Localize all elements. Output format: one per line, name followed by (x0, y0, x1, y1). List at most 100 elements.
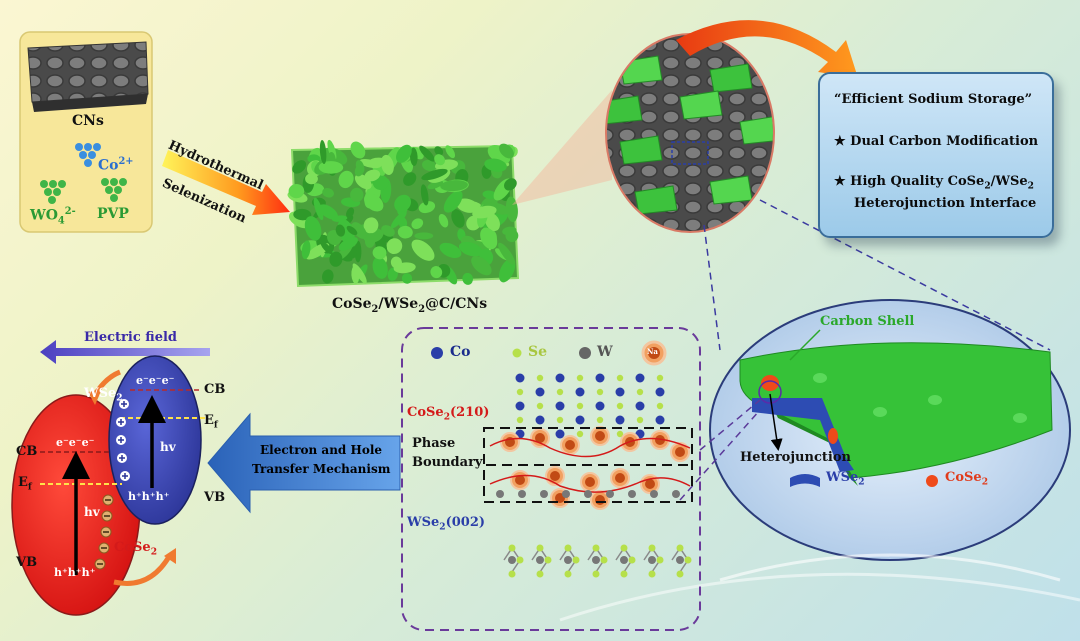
se-atom (596, 416, 604, 424)
nanosheet-leaf (411, 239, 435, 261)
nanosheet-leaf (443, 190, 463, 213)
wse2-plane-label: WSe2(002) (407, 515, 486, 533)
vb-left-label: VB (16, 555, 38, 570)
nanosheet-leaf (319, 139, 327, 165)
nanosheet-leaf (430, 266, 443, 279)
nanosheet-leaf (320, 241, 333, 254)
foam-zoom-circle (605, 33, 775, 233)
nanosheet-leaf (451, 209, 465, 228)
se-atom (616, 430, 624, 438)
co-atom (535, 387, 545, 397)
nanosheet-leaf (480, 227, 498, 250)
se-legend-icon (512, 348, 522, 358)
nanosheet-leaf (498, 242, 516, 265)
nanosheet-leaf (292, 160, 307, 174)
co-atom (615, 415, 625, 425)
co-atom (555, 401, 565, 411)
nanosheet-leaf (439, 242, 462, 258)
nanosheet-leaf (498, 258, 516, 283)
nanosheet-leaf (322, 269, 334, 284)
transfer-arrow (207, 412, 401, 514)
se-atom (572, 556, 580, 564)
se-atom (536, 402, 544, 410)
cose2-plane-label: CoSe2(210) (407, 405, 490, 423)
nanosheet-leaf (338, 170, 354, 189)
heterojunction-inset (709, 299, 1071, 561)
se-legend-label: Se (528, 344, 548, 360)
nanosheet-leaf (440, 180, 468, 192)
se-atom (656, 374, 664, 382)
nanosheet-leaf (505, 196, 518, 223)
callout-item-heterojunction-line2: Heterojunction Interface (854, 196, 1037, 211)
nanosheet-leaf (346, 225, 358, 236)
w-atom (606, 490, 614, 498)
se-atom (600, 556, 608, 564)
nanosheet-leaf (293, 208, 312, 221)
nanosheet-leaf (456, 198, 479, 213)
positive-charges (116, 399, 130, 481)
nanosheet-leaf (434, 154, 446, 166)
se-atom (576, 430, 584, 438)
se-atom (596, 388, 604, 396)
w-atom (628, 490, 636, 498)
nanosheet-leaf (472, 205, 497, 219)
nanosheet-leaf (420, 184, 429, 206)
nanosheet-leaf (381, 225, 395, 237)
se-atom (508, 544, 516, 552)
cobalt-ion-icon (75, 143, 101, 167)
nanosheet-leaf (351, 265, 360, 284)
na-diffusion-path (489, 437, 691, 458)
co-atom (515, 401, 525, 411)
heterojunction-label: Heterojunction (740, 450, 851, 465)
sodium-storage-callout: “Efficient Sodium Storage” ★ Dual Carbon… (818, 72, 1054, 238)
se-atom (564, 570, 572, 578)
cns-label: CNs (72, 113, 104, 129)
co-atom (575, 387, 585, 397)
w-atom (508, 556, 516, 564)
w-atom (584, 490, 592, 498)
cb-left-label: CB (16, 444, 38, 459)
co-atom (535, 415, 545, 425)
nanosheet-leaf (419, 145, 435, 162)
co-atom (615, 387, 625, 397)
nanosheet-leaf (422, 159, 437, 172)
se-atom (576, 374, 584, 382)
nanosheet-leaf (414, 232, 434, 240)
co-atom (635, 401, 645, 411)
w-atom (592, 556, 600, 564)
se-atom (616, 402, 624, 410)
nanosheet-leaf (394, 194, 412, 212)
cose2-hv-label: hv (84, 505, 100, 519)
w-atom (672, 490, 680, 498)
nanosheet-leaf (409, 147, 418, 166)
electric-field-arrow (40, 340, 210, 364)
cose2-particle (761, 375, 779, 391)
ef-left-label: Ef (18, 475, 32, 493)
nanosheet-leaf (484, 158, 507, 172)
nanosheet-leaf (346, 207, 355, 219)
process-arrow (162, 150, 290, 215)
nanosheet-leaf (372, 256, 388, 279)
product-label: CoSe2/WSe2@C/CNs (332, 296, 488, 315)
nanosheet-leaf (354, 164, 365, 177)
wse2-band-label: WSe2 (84, 386, 123, 404)
co-legend-label: Co (450, 344, 471, 360)
zoom-cone (512, 90, 612, 205)
nanosheet-leaf (372, 246, 387, 260)
se-atom (636, 388, 644, 396)
se-atom (648, 544, 656, 552)
se-atom (536, 374, 544, 382)
nanosheet-leaf (390, 211, 407, 229)
phase-boundary-box (483, 427, 693, 503)
cose2-electrons: e⁻e⁻e⁻ (56, 436, 95, 449)
se-atom (676, 570, 684, 578)
nanosheet-leaf (482, 190, 497, 200)
nanosheet-leaf (305, 173, 318, 185)
wse2-band-oval (108, 355, 202, 525)
cose2-band-label: CoSe2 (114, 540, 158, 558)
wse2-inset-legend: WSe2 (826, 470, 865, 488)
zoom-line-right (759, 199, 1051, 351)
co-atom (635, 373, 645, 383)
co-atom (595, 373, 605, 383)
